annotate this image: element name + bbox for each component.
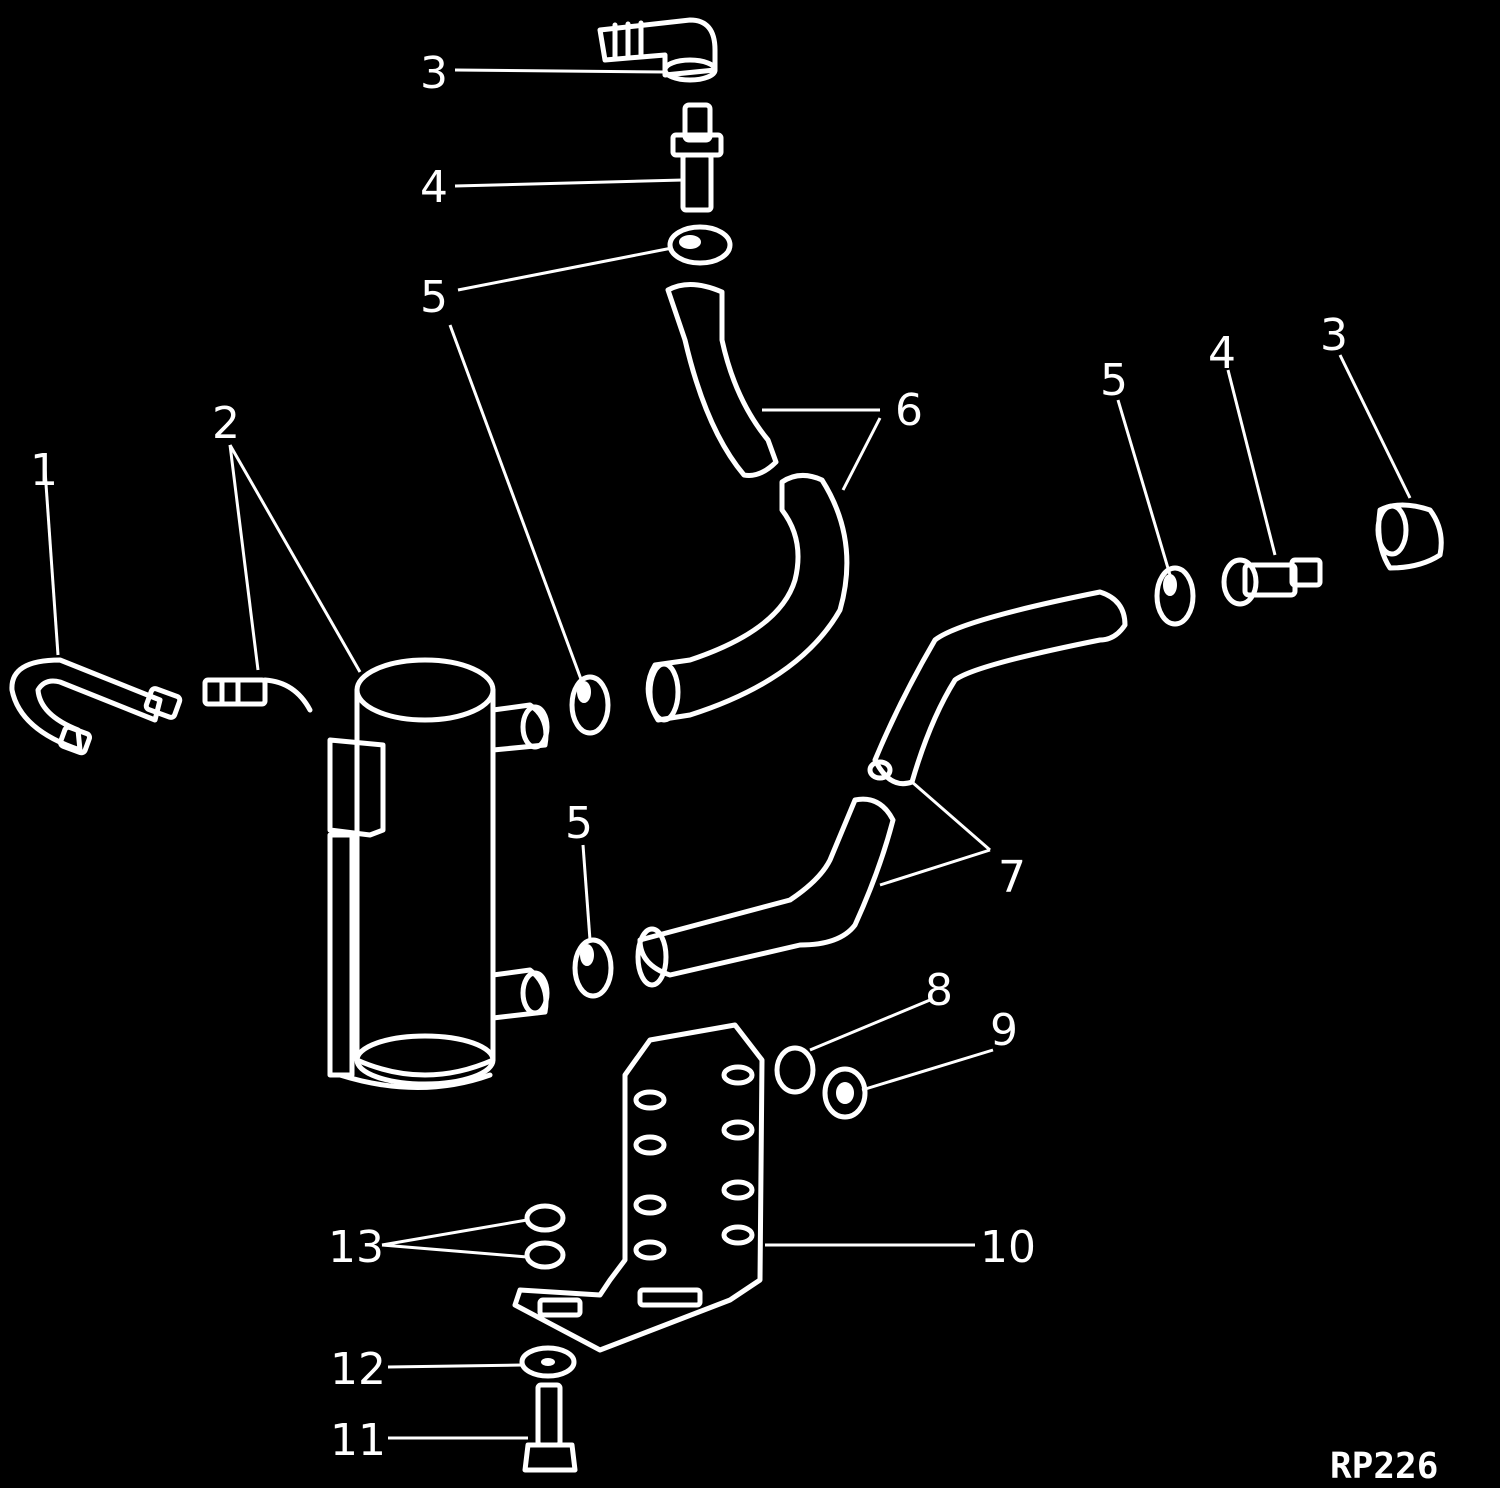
callout-5-middle: 5 (565, 798, 593, 849)
callout-7: 7 (998, 852, 1026, 903)
nuts-13 (524, 1203, 566, 1270)
nipple-top (670, 102, 724, 213)
callout-1: 1 (30, 445, 58, 496)
callout-10: 10 (980, 1222, 1036, 1273)
callout-4-right: 4 (1208, 328, 1236, 379)
callout-12: 12 (330, 1344, 386, 1395)
callout-9: 9 (990, 1005, 1018, 1056)
callout-13: 13 (328, 1222, 384, 1273)
nut-9 (822, 1066, 868, 1120)
hose-upper (645, 282, 850, 723)
hose-clamp-middle-lower (572, 937, 614, 999)
elbow-fitting-right (1375, 502, 1444, 571)
callout-5-top: 5 (420, 272, 448, 323)
washer-12 (519, 1345, 577, 1379)
washer-8 (774, 1045, 816, 1095)
callout-11: 11 (330, 1415, 386, 1466)
bolt-11 (522, 1382, 578, 1473)
hose-clamp-top (667, 224, 733, 266)
elbow-fitting-top (597, 17, 718, 83)
callout-3-right: 3 (1320, 310, 1348, 361)
pump-body (327, 657, 550, 1090)
mounting-bracket (512, 1022, 765, 1353)
callout-3-top: 3 (420, 48, 448, 99)
figure-code: RP226 (1330, 1446, 1438, 1487)
hose-middle (635, 589, 1128, 988)
callout-8: 8 (925, 965, 953, 1016)
wire-connector (202, 677, 313, 713)
hose-clamp-middle-upper (569, 674, 611, 736)
hose-clamp-right (1154, 565, 1196, 627)
callout-6: 6 (895, 385, 923, 436)
callout-2: 2 (212, 398, 240, 449)
nipple-right (1221, 557, 1323, 607)
callout-5-right: 5 (1100, 355, 1128, 406)
callout-4-top: 4 (420, 162, 448, 213)
u-tube (9, 657, 183, 756)
leader-lines (43, 68, 1412, 1440)
